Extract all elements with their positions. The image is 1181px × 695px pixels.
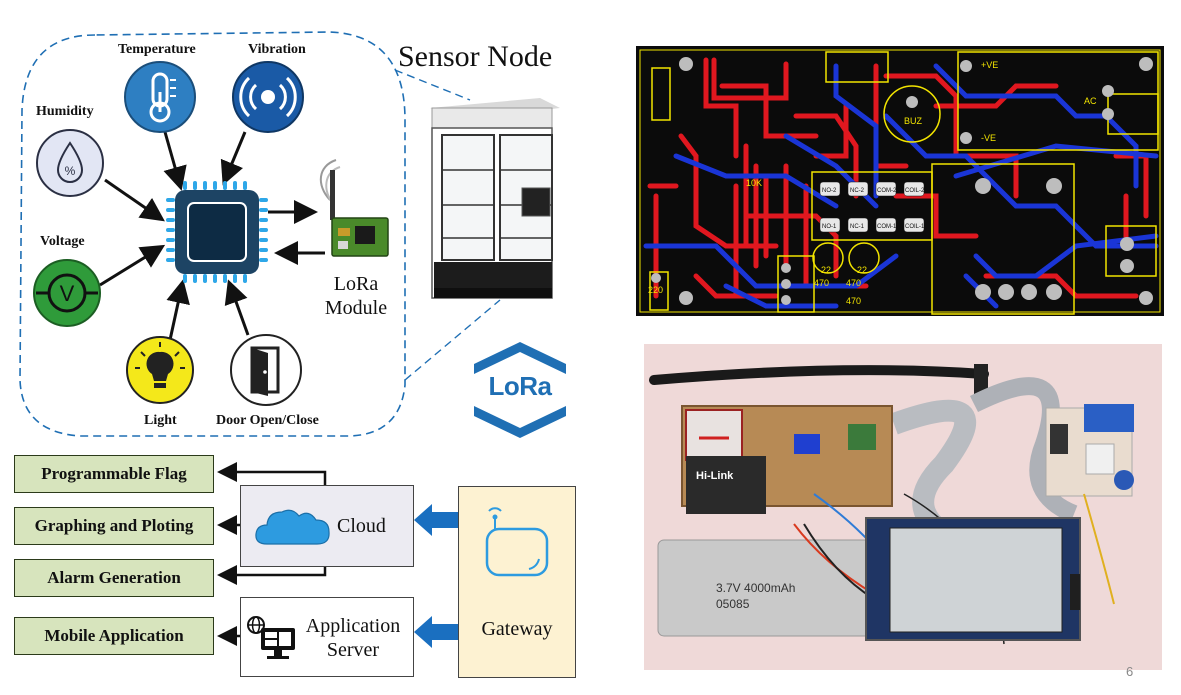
vibration-icon: [232, 61, 304, 133]
gateway-label: Gateway: [481, 618, 553, 640]
humidity-label: Humidity: [36, 104, 94, 119]
output-label-programmable-flag: Programmable Flag: [41, 464, 187, 483]
vibration-label: Vibration: [248, 42, 306, 57]
temperature-label: Temperature: [118, 42, 196, 57]
pcb-label-no2: NO-2: [822, 188, 837, 194]
voltage-label: Voltage: [40, 234, 85, 249]
gateway-router-icon: [485, 507, 549, 577]
lora-module-label: LoRa Module: [320, 272, 392, 320]
pcb-label-22b: 22: [857, 265, 867, 275]
gateway-box: Gateway: [458, 486, 576, 678]
microcontroller-icon: [166, 181, 268, 283]
light-label: Light: [144, 413, 177, 428]
sensor-node-boundary: [19, 31, 406, 437]
sensor-node-diagram: % V: [19, 31, 560, 437]
pcb-label-no1: NO-1: [822, 224, 837, 230]
application-server-label: Application Server: [297, 614, 409, 662]
output-box-mobile-app: Mobile Application: [14, 617, 214, 655]
pcb-label-220: 220: [648, 285, 663, 295]
lora-logo: [474, 342, 566, 438]
output-label-mobile-app: Mobile Application: [44, 626, 184, 645]
application-server-label-line2: Server: [326, 639, 380, 661]
hilink-module-label: Hi-Link: [696, 470, 734, 482]
pcb-label-coil2: COIL-2: [905, 188, 925, 194]
zoom-line-top: [394, 69, 471, 101]
data-flow-arrows: [217, 462, 458, 648]
pcb-label-nc1: NC-1: [850, 224, 865, 230]
cloud-label: Cloud: [337, 515, 386, 537]
application-server-label-line1: Application: [305, 615, 401, 637]
hardware-prototype-photo: Hi-Link 3.7V 4000mAh 05085: [644, 344, 1162, 670]
zoom-line-bottom: [404, 299, 501, 381]
pcb-label-ve-neg: -VE: [981, 133, 996, 143]
svg-text:V: V: [60, 281, 75, 306]
application-server-box: Application Server: [240, 597, 414, 677]
pcb-label-ve-pos: +VE: [981, 60, 998, 70]
pcb-label-coil1: COIL-1: [905, 224, 925, 230]
output-box-graphing: Graphing and Ploting: [14, 507, 214, 545]
page-number: 6: [1126, 664, 1134, 679]
humidity-icon: %: [36, 129, 104, 197]
pcb-label-ac: AC: [1084, 96, 1097, 106]
pcb-label-com1: COM-1: [877, 224, 897, 230]
pcb-label-nc2: NC-2: [850, 188, 865, 194]
pcb-label-470c: 470: [846, 296, 861, 306]
pcb-label-com2: COM-2: [877, 188, 897, 194]
output-label-alarm: Alarm Generation: [47, 568, 181, 587]
sensor-node-title: Sensor Node: [398, 40, 553, 73]
voltmeter-icon: V: [33, 259, 101, 327]
pcb-label-470b: 470: [846, 278, 861, 288]
lora-module-icon: [320, 159, 389, 257]
lora-module-label-line1: LoRa: [333, 273, 379, 295]
cloud-icon: [255, 509, 330, 545]
thermometer-icon: [124, 61, 196, 133]
refrigerator-icon: [430, 98, 560, 299]
pcb-label-470a: 470: [814, 278, 829, 288]
pcb-label-22a: 22: [821, 265, 831, 275]
antenna: [649, 365, 989, 385]
pcb-layout-image: +VE -VE BUZ AC 220 22 22 470 470 470 10K…: [636, 46, 1164, 316]
lora-module-label-line2: Module: [324, 297, 388, 319]
door-icon: [230, 334, 302, 406]
svg-text:%: %: [65, 164, 76, 178]
output-box-alarm: Alarm Generation: [14, 559, 214, 597]
battery-code-label: 05085: [716, 597, 750, 611]
output-label-graphing: Graphing and Ploting: [34, 516, 194, 535]
pcb-label-10k: 10K: [746, 178, 762, 188]
lora-logo-text: LoRa: [488, 371, 553, 401]
lightbulb-icon: [126, 336, 194, 404]
battery-label: 3.7V 4000mAh: [716, 581, 795, 595]
door-label: Door Open/Close: [216, 413, 319, 428]
server-monitor-icon: [247, 616, 295, 659]
output-box-programmable-flag: Programmable Flag: [14, 455, 214, 493]
pcb-label-buz: BUZ: [904, 116, 923, 126]
cloud-box: Cloud: [240, 485, 414, 567]
